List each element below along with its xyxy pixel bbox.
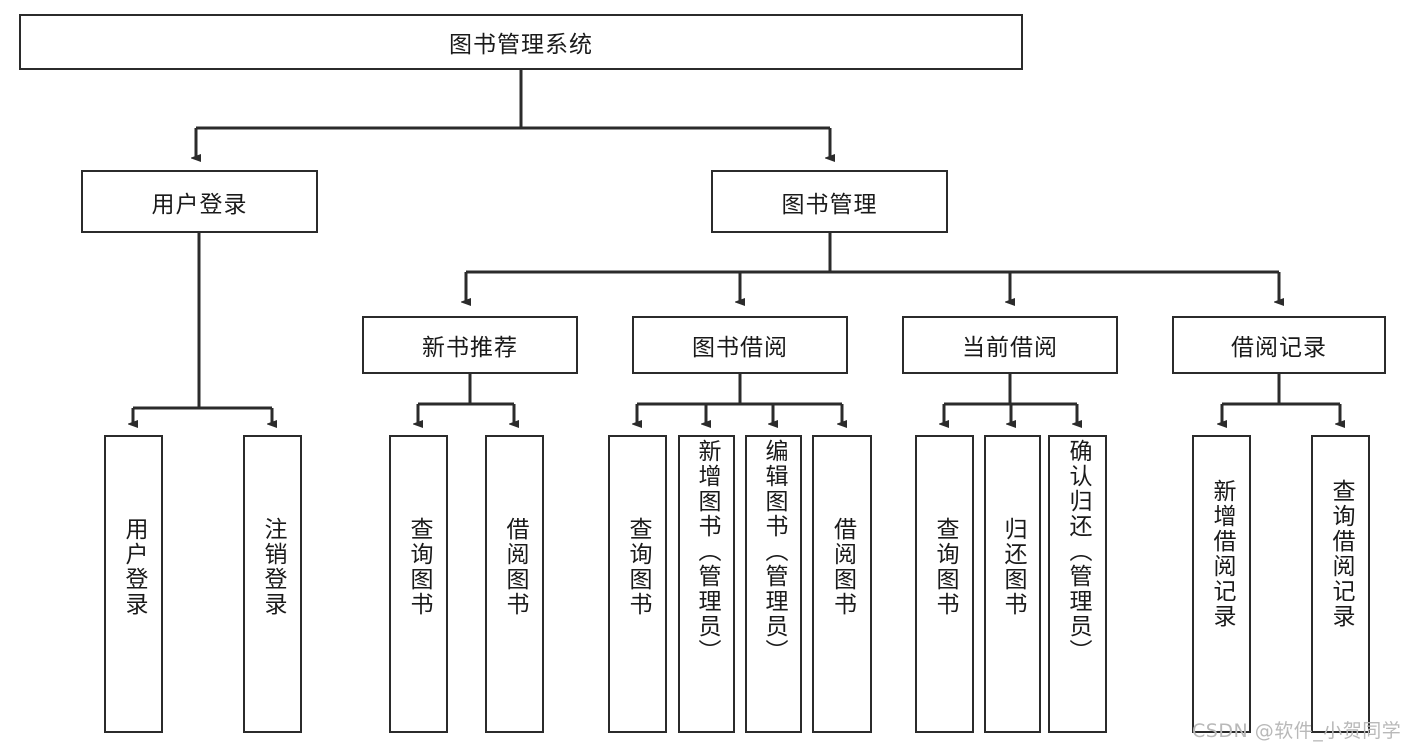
node-borrow-record-label: 借阅记录 <box>1231 335 1327 361</box>
node-leaf-query-book-2-label: 查询图书 <box>625 517 651 617</box>
node-leaf-query-book-3[interactable]: 查询图书 <box>915 435 974 733</box>
node-book-borrow-label: 图书借阅 <box>692 335 788 361</box>
node-book-manage[interactable]: 图书管理 <box>711 170 948 233</box>
node-borrow-record[interactable]: 借阅记录 <box>1172 316 1386 374</box>
node-leaf-query-book-1-label: 查询图书 <box>406 517 432 617</box>
node-user-login-label: 用户登录 <box>151 191 248 218</box>
node-user-login[interactable]: 用户登录 <box>81 170 318 233</box>
node-leaf-user-login[interactable]: 用户登录 <box>104 435 163 733</box>
node-leaf-query-book-2[interactable]: 查询图书 <box>608 435 667 733</box>
node-current-borrow[interactable]: 当前借阅 <box>902 316 1118 374</box>
node-root[interactable]: 图书管理系统 <box>19 14 1023 70</box>
node-leaf-edit-book[interactable]: 编辑图书（管理员） <box>745 435 802 733</box>
node-leaf-borrow-book-1-label: 借阅图书 <box>502 517 528 617</box>
node-leaf-add-record-label: 新增借阅记录 <box>1209 479 1235 629</box>
node-book-borrow[interactable]: 图书借阅 <box>632 316 848 374</box>
node-leaf-edit-book-label: 编辑图书（管理员） <box>761 439 787 664</box>
node-leaf-return-book-label: 归还图书 <box>1000 517 1026 617</box>
node-leaf-confirm-return-label: 确认归还（管理员） <box>1065 439 1091 664</box>
node-leaf-query-record-label: 查询借阅记录 <box>1328 479 1354 629</box>
node-book-manage-label: 图书管理 <box>781 191 878 218</box>
node-leaf-add-record[interactable]: 新增借阅记录 <box>1192 435 1251 733</box>
node-leaf-add-book[interactable]: 新增图书（管理员） <box>678 435 735 733</box>
node-leaf-return-book[interactable]: 归还图书 <box>984 435 1041 733</box>
node-leaf-borrow-book-1[interactable]: 借阅图书 <box>485 435 544 733</box>
node-leaf-query-book-1[interactable]: 查询图书 <box>389 435 448 733</box>
node-leaf-user-logout[interactable]: 注销登录 <box>243 435 302 733</box>
node-leaf-add-book-label: 新增图书（管理员） <box>694 439 720 664</box>
node-new-book-recommend[interactable]: 新书推荐 <box>362 316 578 374</box>
node-new-book-recommend-label: 新书推荐 <box>422 335 518 361</box>
node-leaf-confirm-return[interactable]: 确认归还（管理员） <box>1048 435 1107 733</box>
node-current-borrow-label: 当前借阅 <box>962 335 1058 361</box>
node-leaf-query-record[interactable]: 查询借阅记录 <box>1311 435 1370 733</box>
node-leaf-user-logout-label: 注销登录 <box>260 517 286 617</box>
csdn-watermark: CSDN @软件_小贺同学 <box>1192 720 1402 742</box>
node-leaf-user-login-label: 用户登录 <box>121 517 147 617</box>
node-root-label: 图书管理系统 <box>449 32 593 58</box>
node-leaf-borrow-book-2-label: 借阅图书 <box>829 517 856 617</box>
node-leaf-query-book-3-label: 查询图书 <box>932 517 958 617</box>
node-leaf-borrow-book-2[interactable]: 借阅图书 <box>812 435 872 733</box>
